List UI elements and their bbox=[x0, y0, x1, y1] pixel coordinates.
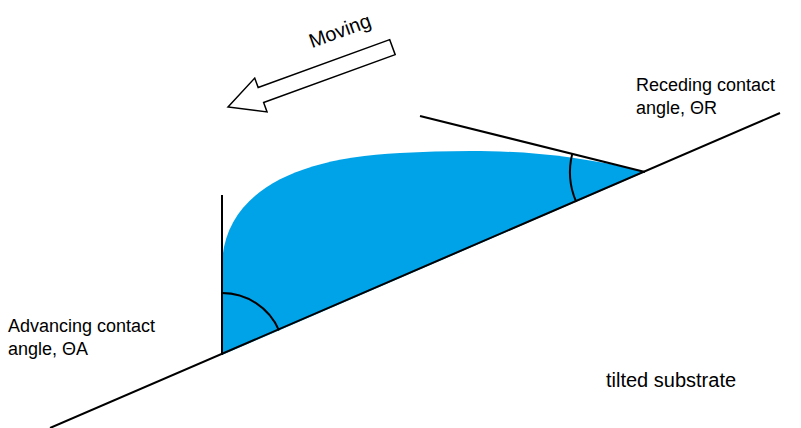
advancing-angle-arc bbox=[222, 293, 279, 330]
direction-label: Moving bbox=[305, 8, 374, 54]
substrate-label: tilted substrate bbox=[606, 368, 736, 393]
angle-label: Receding contact angle, ΘR bbox=[636, 74, 796, 119]
vertical-reference-line bbox=[221, 195, 223, 355]
angle-label: Advancing contact angle, ΘA bbox=[8, 315, 168, 360]
droplet bbox=[222, 151, 645, 355]
tangent-line bbox=[420, 116, 645, 172]
substrate-line bbox=[50, 113, 780, 428]
receding-angle-arc bbox=[570, 154, 576, 202]
